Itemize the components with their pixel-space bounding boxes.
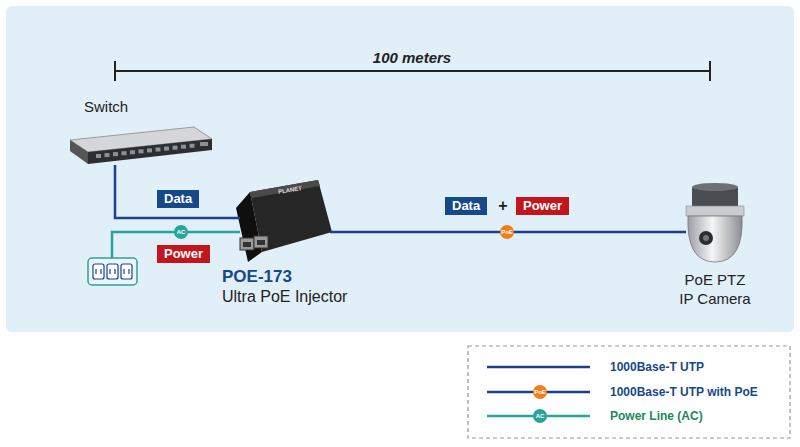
legend-text: 1000Base-T UTP with PoE	[610, 385, 758, 399]
poe-symbol: PoE	[500, 225, 514, 239]
model-name: POE-173	[222, 267, 292, 287]
switch-node: Switch	[70, 127, 212, 165]
device-description: Ultra PoE Injector	[222, 288, 347, 306]
ac-symbol: AC	[174, 225, 188, 239]
power-tag: Power	[157, 245, 210, 263]
legend-text: Power Line (AC)	[610, 409, 703, 423]
plus-sign: +	[498, 197, 507, 215]
legend-entry: 1000Base-T UTP with PoE	[610, 385, 758, 399]
camera-node: PoE PTZ IP Camera	[684, 185, 746, 263]
data-tag: Data	[157, 190, 199, 208]
node-title: Switch	[84, 98, 128, 115]
distance-label: 100 meters	[373, 49, 451, 66]
poe-symbol: PoE	[533, 385, 547, 399]
camera-illustration	[686, 183, 744, 262]
legend-entry: 1000Base-T UTP	[610, 360, 704, 374]
node-title: PoE PTZ IP Camera	[677, 270, 753, 308]
injector-illustration	[236, 180, 332, 262]
power-tag: Power	[516, 197, 569, 215]
panel	[6, 6, 794, 332]
data-tag: Data	[445, 197, 487, 215]
legend-text: 1000Base-T UTP	[610, 360, 704, 374]
network-cable	[115, 165, 240, 218]
ac-symbol: AC	[533, 409, 547, 423]
switch-illustration	[70, 127, 212, 164]
power-outlet	[88, 232, 240, 285]
legend-entry: Power Line (AC)	[610, 409, 703, 423]
legend-box	[468, 346, 790, 438]
